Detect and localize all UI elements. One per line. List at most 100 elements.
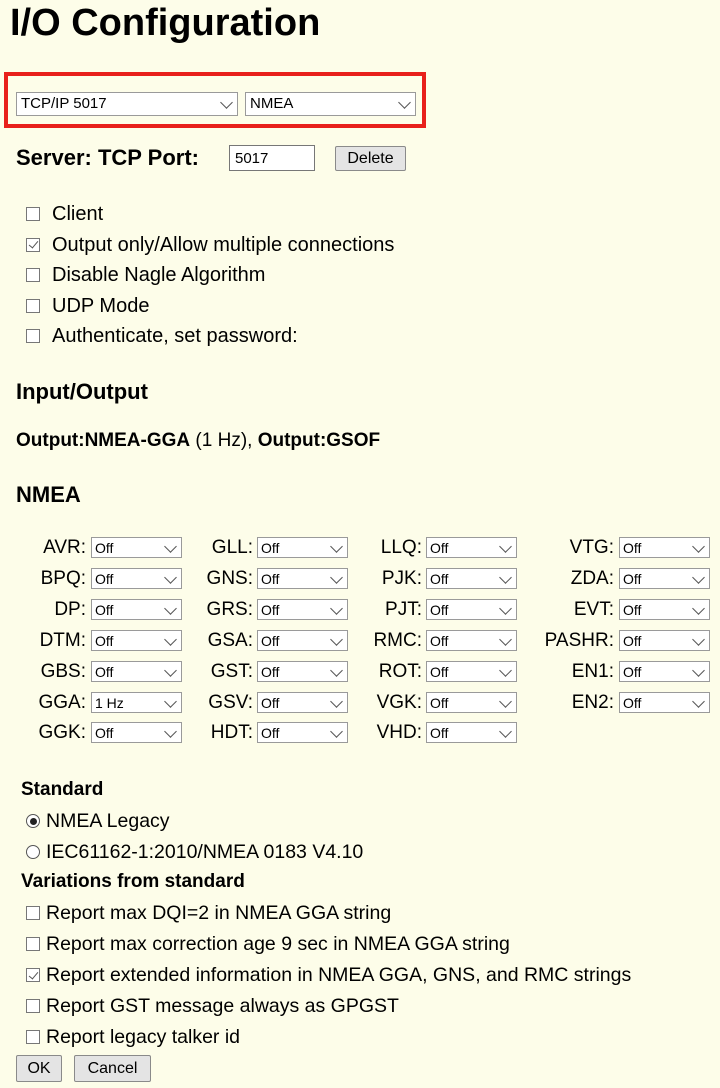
nmea-rate-value: Off <box>261 663 280 680</box>
cancel-button[interactable]: Cancel <box>74 1055 151 1082</box>
standard-label: IEC61162-1:2010/NMEA 0183 V4.10 <box>46 841 364 863</box>
option-checkbox[interactable] <box>26 268 40 282</box>
nmea-label: GGA: <box>38 691 86 713</box>
nmea-rate-value: Off <box>623 694 642 711</box>
output-nmea-gga: Output:NMEA-GGA <box>16 430 191 451</box>
variation-checkbox[interactable] <box>26 968 40 982</box>
nmea-rate-value: Off <box>430 632 449 649</box>
nmea-rate-select[interactable]: Off <box>619 660 710 682</box>
option-label: Authenticate, set password: <box>52 325 298 347</box>
option-checkbox[interactable] <box>26 298 40 313</box>
chevron-down-icon <box>692 571 705 584</box>
nmea-rate-select[interactable]: Off <box>257 660 348 682</box>
nmea-rate-value: Off <box>261 725 280 742</box>
nmea-rate-select[interactable]: Off <box>619 691 710 713</box>
nmea-rate-select[interactable]: Off <box>257 691 348 713</box>
nmea-label: GBS: <box>40 660 86 682</box>
nmea-rate-value: Off <box>261 632 280 649</box>
nmea-rate-select[interactable]: Off <box>257 722 348 744</box>
output-rate: (1 Hz), <box>190 430 258 451</box>
nmea-rate-value: Off <box>430 540 449 556</box>
nmea-rate-select[interactable]: Off <box>426 722 517 744</box>
nmea-label: ROT: <box>378 660 422 682</box>
tcp-port-input[interactable]: 5017 <box>229 145 315 171</box>
server-port-label: Server: TCP Port: <box>16 145 199 170</box>
nmea-rate-value: Off <box>261 694 280 711</box>
nmea-rate-select[interactable]: Off <box>619 567 710 589</box>
delete-button[interactable]: Delete <box>335 146 406 171</box>
nmea-rate-select[interactable]: Off <box>619 598 710 620</box>
nmea-rate-value: Off <box>623 632 642 649</box>
nmea-rate-select[interactable]: Off <box>257 598 348 620</box>
ok-button[interactable]: OK <box>16 1055 62 1082</box>
chevron-down-icon <box>692 694 705 708</box>
nmea-rate-select[interactable]: 1 Hz <box>91 691 182 713</box>
chevron-down-icon <box>499 571 512 584</box>
variation-checkbox[interactable] <box>26 1030 40 1044</box>
nmea-rate-value: Off <box>95 540 114 556</box>
variation-checkbox[interactable] <box>26 999 40 1013</box>
nmea-rate-value: Off <box>430 570 449 587</box>
nmea-rate-select[interactable]: Off <box>257 537 348 558</box>
nmea-rate-value: Off <box>430 601 449 618</box>
nmea-rate-value: Off <box>430 725 449 742</box>
nmea-rate-select[interactable]: Off <box>91 660 182 682</box>
nmea-rate-select[interactable]: Off <box>426 660 517 682</box>
nmea-label: HDT: <box>210 722 253 744</box>
variation-label: Report max correction age 9 sec in NMEA … <box>46 933 510 955</box>
standard-radio[interactable] <box>26 814 40 828</box>
nmea-rate-value: Off <box>261 540 280 556</box>
standard-radio[interactable] <box>26 845 40 859</box>
nmea-label: GLL: <box>211 537 253 558</box>
nmea-rate-value: Off <box>95 601 114 618</box>
option-checkbox[interactable] <box>26 237 40 252</box>
nmea-rate-select[interactable]: Off <box>426 537 517 558</box>
nmea-rate-value: 1 Hz <box>95 694 124 711</box>
nmea-rate-select[interactable]: Off <box>426 567 517 589</box>
variation-label: Report max DQI=2 in NMEA GGA string <box>46 902 392 924</box>
variation-checkbox[interactable] <box>26 937 40 951</box>
variation-label: Report GST message always as GPGST <box>46 995 399 1017</box>
input-output-heading: Input/Output <box>16 379 148 404</box>
port-select[interactable]: TCP/IP 5017 <box>16 92 238 116</box>
nmea-rate-select[interactable]: Off <box>257 567 348 589</box>
nmea-rate-select[interactable]: Off <box>426 629 517 651</box>
nmea-rate-select[interactable]: Off <box>91 722 182 744</box>
chevron-down-icon <box>499 540 512 553</box>
output-gsof: Output:GSOF <box>257 430 381 451</box>
chevron-down-icon <box>499 663 512 677</box>
chevron-down-icon <box>499 601 512 615</box>
nmea-label: DTM: <box>39 629 86 651</box>
nmea-rate-select[interactable]: Off <box>619 537 710 558</box>
protocol-select-value: NMEA <box>250 95 294 112</box>
option-checkbox[interactable] <box>26 329 40 343</box>
output-summary: Output:NMEA-GGA (1 Hz), Output:GSOF <box>16 430 380 452</box>
nmea-rate-select[interactable]: Off <box>91 567 182 589</box>
standard-label: NMEA Legacy <box>46 810 170 832</box>
chevron-down-icon <box>692 632 705 646</box>
nmea-rate-select[interactable]: Off <box>257 629 348 651</box>
chevron-down-icon <box>499 694 512 708</box>
nmea-rate-select[interactable]: Off <box>91 629 182 651</box>
nmea-rate-select[interactable]: Off <box>619 629 710 651</box>
option-checkbox[interactable] <box>26 207 40 221</box>
chevron-down-icon <box>220 96 233 109</box>
nmea-label: GST: <box>210 660 253 682</box>
protocol-select[interactable]: NMEA <box>245 92 416 116</box>
nmea-label: VTG: <box>569 537 614 558</box>
nmea-heading: NMEA <box>16 482 81 507</box>
nmea-label: EN1: <box>571 660 614 682</box>
nmea-rate-value: Off <box>623 540 642 556</box>
option-label: Disable Nagle Algorithm <box>52 264 266 286</box>
nmea-label: ZDA: <box>570 567 614 589</box>
nmea-rate-select[interactable]: Off <box>91 537 182 558</box>
nmea-rate-value: Off <box>430 694 449 711</box>
nmea-rate-value: Off <box>261 570 280 587</box>
nmea-rate-select[interactable]: Off <box>426 691 517 713</box>
nmea-label: RMC: <box>373 629 422 651</box>
nmea-rate-select[interactable]: Off <box>426 598 517 620</box>
nmea-label: LLQ: <box>380 537 422 558</box>
nmea-rate-value: Off <box>623 663 642 680</box>
nmea-rate-select[interactable]: Off <box>91 598 182 620</box>
variation-checkbox[interactable] <box>26 906 40 920</box>
